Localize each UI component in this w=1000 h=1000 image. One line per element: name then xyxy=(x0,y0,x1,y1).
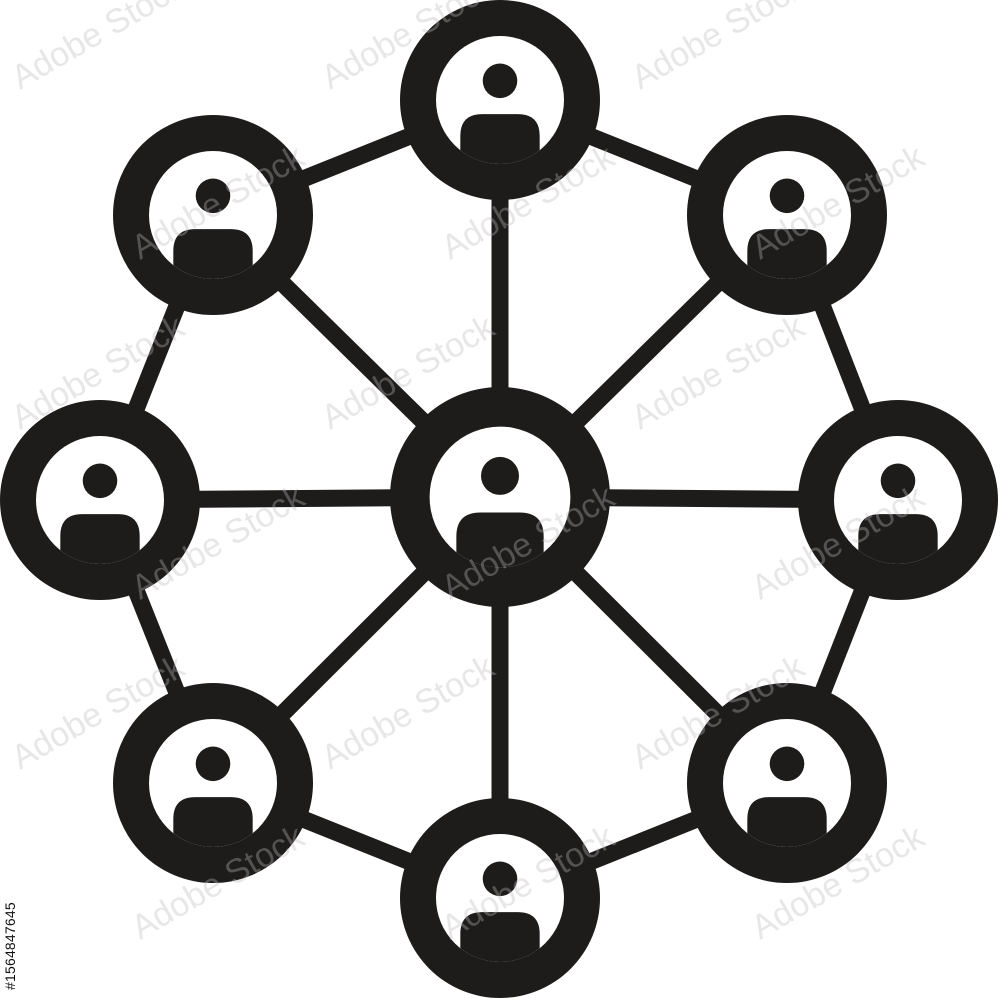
person-head xyxy=(769,746,805,782)
person-head xyxy=(195,746,231,782)
person-head xyxy=(482,861,518,897)
watermark-text: Adobe Stock xyxy=(625,307,812,437)
watermark-text: Adobe Stock xyxy=(625,0,812,97)
node-top-left xyxy=(113,115,313,315)
node-right xyxy=(798,400,998,600)
person-head xyxy=(880,463,916,499)
node-bottom-right xyxy=(687,683,887,883)
person-head xyxy=(769,178,805,214)
node-bottom xyxy=(400,798,600,998)
hub-node xyxy=(390,387,610,607)
node-left xyxy=(0,400,200,600)
watermark-text: Adobe Stock xyxy=(315,647,502,777)
watermark-text: Adobe Stock xyxy=(5,0,192,97)
node-top xyxy=(400,0,600,200)
stock-asset-id: #1564847645 xyxy=(2,902,18,990)
person-head xyxy=(480,456,520,495)
node-top-right xyxy=(687,115,887,315)
person-head xyxy=(482,63,518,99)
person-head xyxy=(195,178,231,214)
node-bottom-left xyxy=(113,683,313,883)
person-head xyxy=(82,463,118,499)
